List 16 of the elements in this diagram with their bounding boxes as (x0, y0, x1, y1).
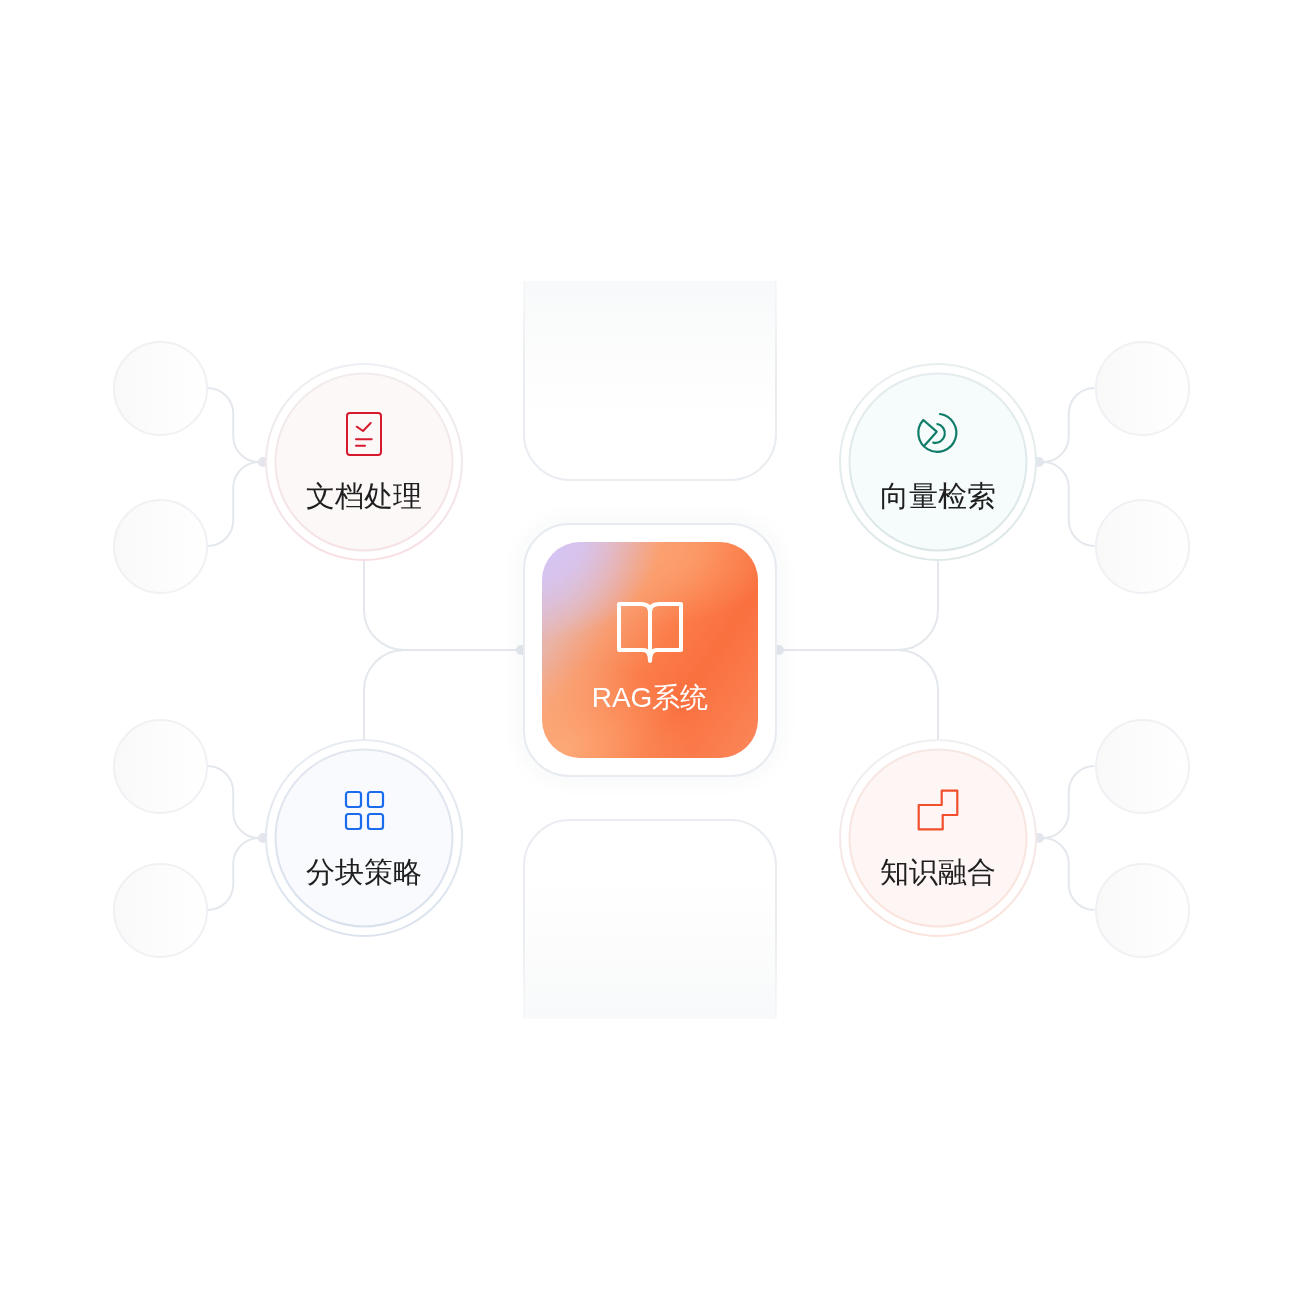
topic-circle (839, 363, 1037, 561)
connector-line (363, 649, 405, 740)
node-label: RAG系统 (591, 682, 709, 715)
connector-line (1042, 461, 1096, 547)
node-label: 分块策略 (306, 856, 422, 890)
connector-line (1042, 837, 1096, 911)
topic-circle (265, 739, 463, 937)
topic-circle (265, 363, 463, 561)
connector-line (206, 837, 260, 911)
node-label: 向量检索 (880, 480, 996, 514)
connector-line (206, 461, 260, 547)
hub-card (523, 523, 777, 777)
node-label: 文档处理 (306, 480, 422, 514)
connector-line (897, 649, 939, 740)
node-label: 知识融合 (880, 856, 996, 890)
topic-circle (839, 739, 1037, 937)
